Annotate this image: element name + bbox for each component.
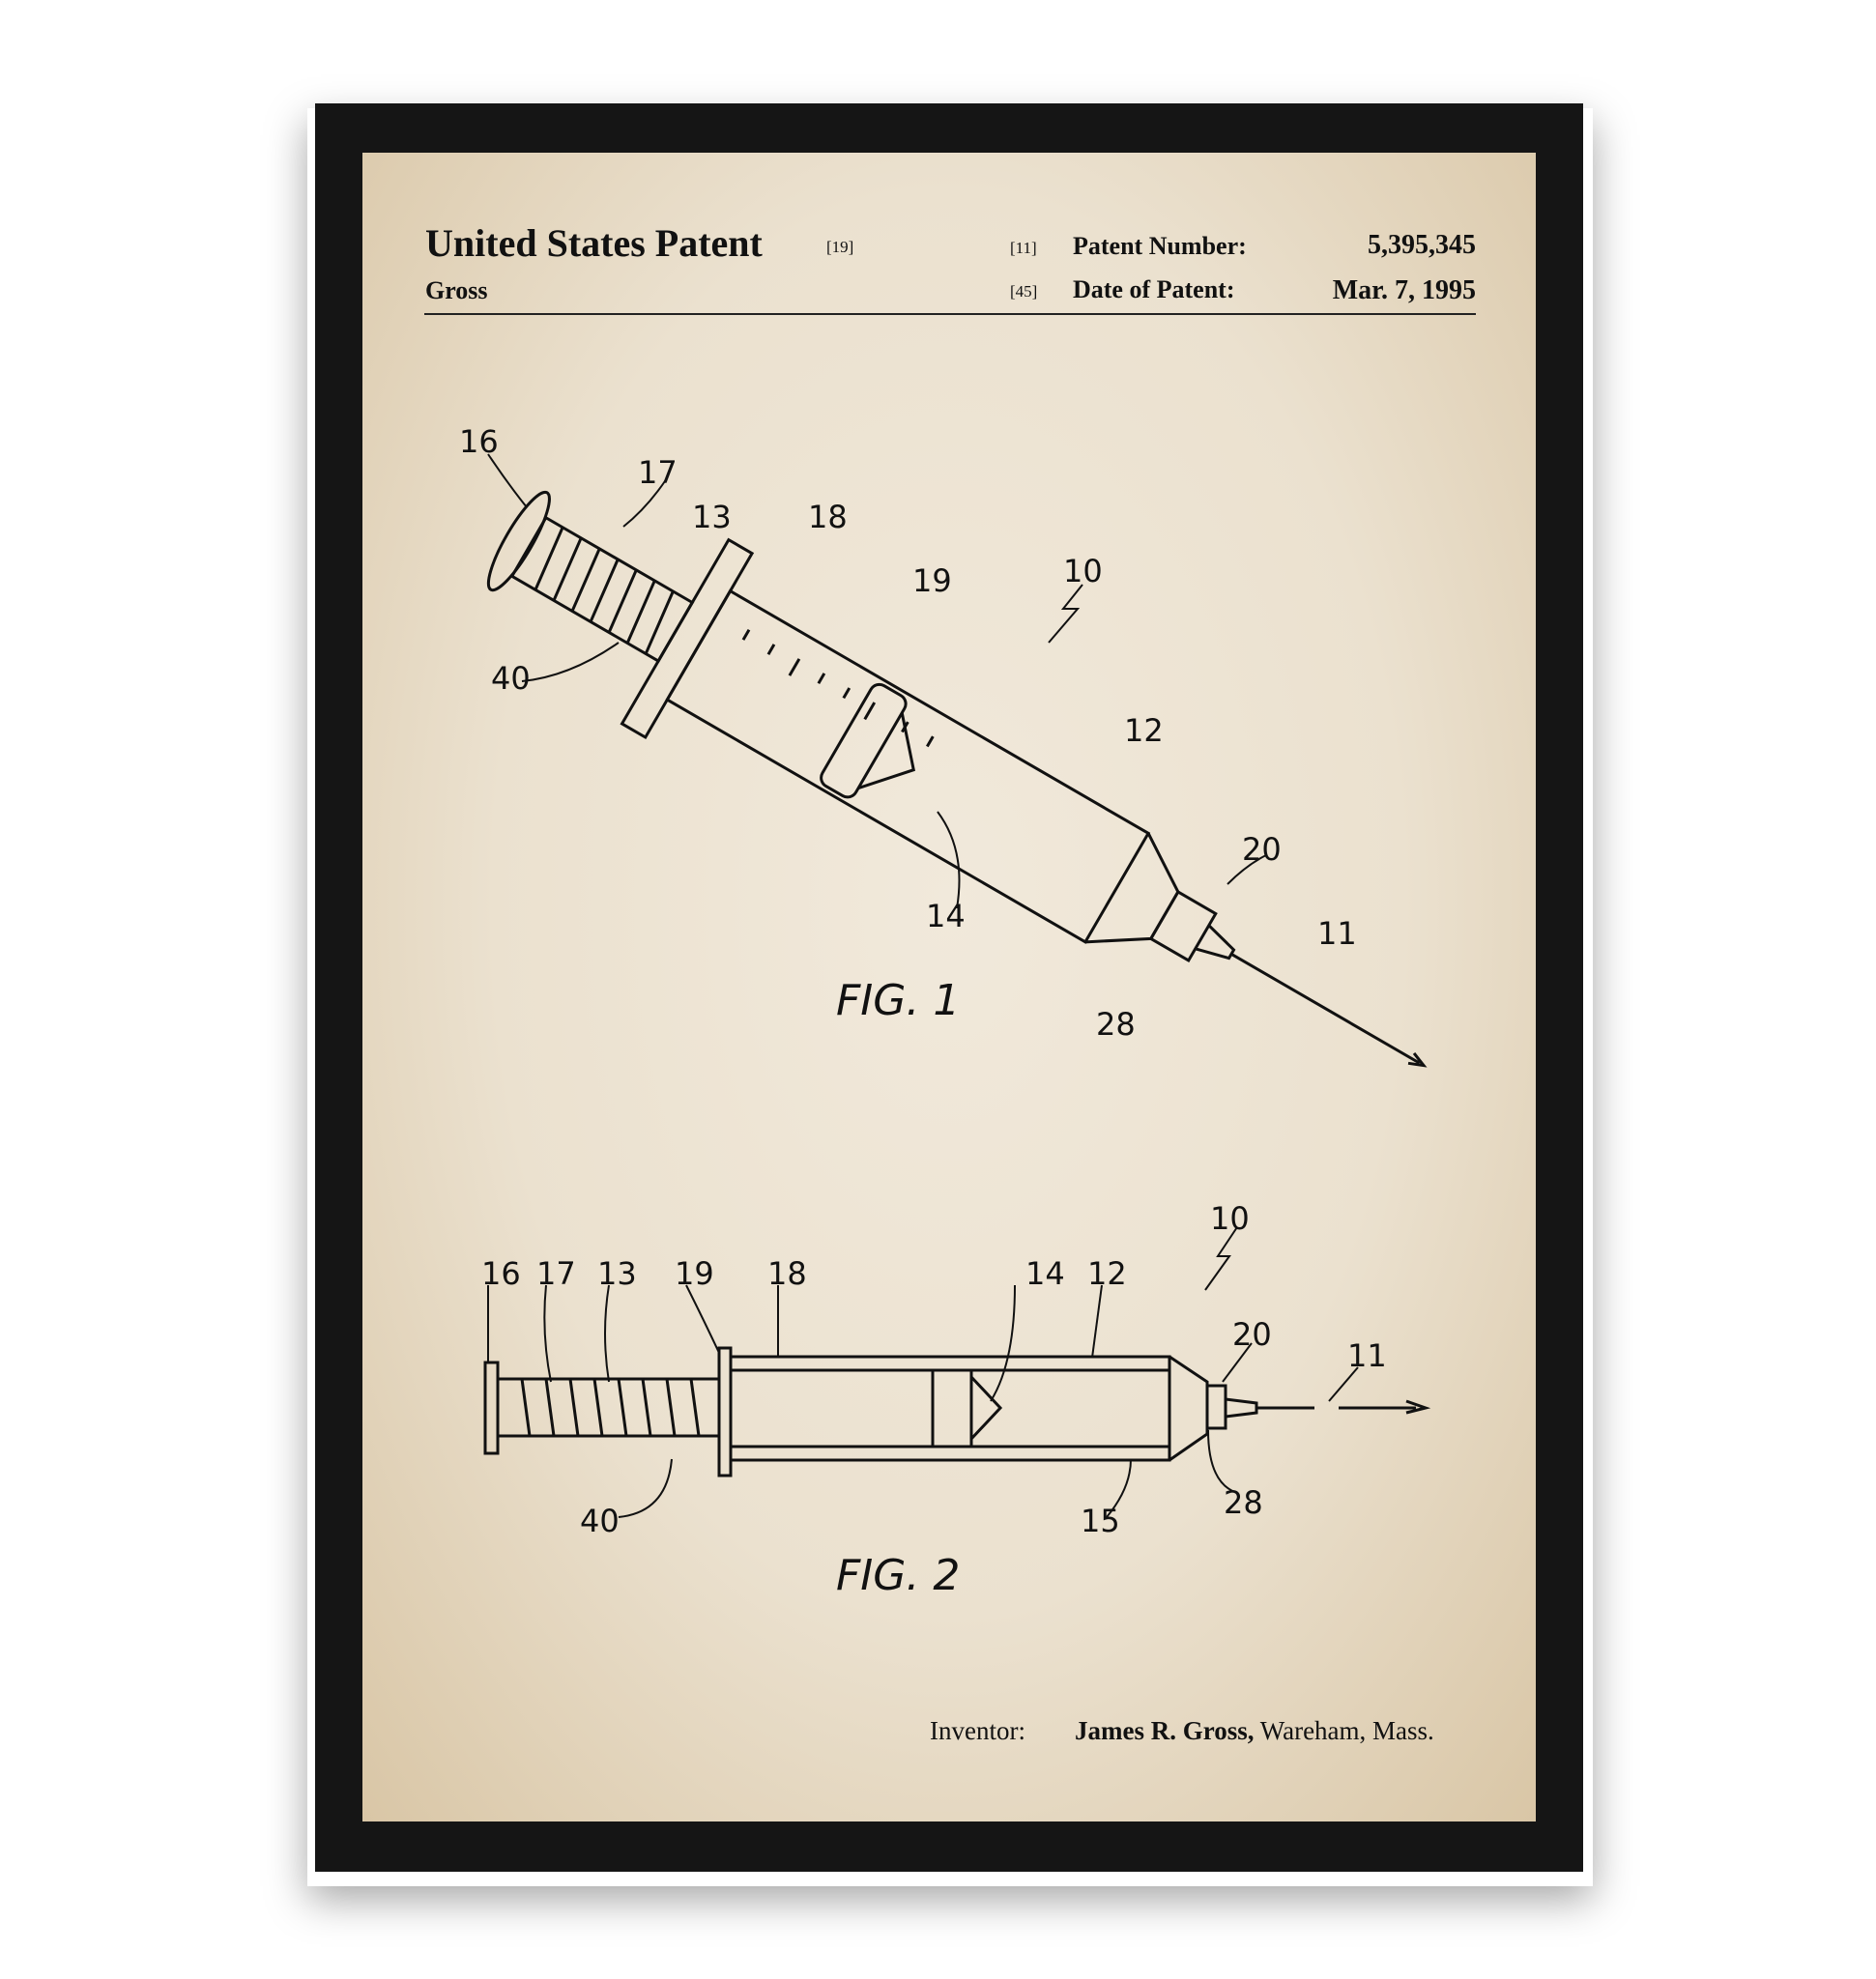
fig2-label: 10: [1210, 1200, 1250, 1237]
fig1-label: 13: [692, 499, 732, 535]
fig1-label: 16: [459, 423, 499, 460]
fig2-reference-numerals: 16 17 13 19 18 14 12 10 20 11 40 15 28 F…: [481, 1200, 1387, 1600]
inventor-surname: Gross: [425, 276, 488, 304]
date-code: [45]: [1010, 282, 1038, 301]
fig1-label: 20: [1242, 831, 1282, 868]
inventor-line: James R. Gross, Wareham, Mass.: [1075, 1716, 1434, 1746]
fig2-label: 28: [1224, 1484, 1263, 1521]
inventor-location: Wareham, Mass.: [1259, 1716, 1434, 1745]
fig1-caption: FIG. 1: [836, 976, 960, 1025]
fig1-label: 28: [1096, 1006, 1136, 1043]
fig2-syringe: [483, 1346, 1431, 1477]
fig2-caption: FIG. 2: [836, 1551, 960, 1600]
fig1-label: 11: [1317, 915, 1357, 952]
header-rule: [424, 313, 1476, 315]
fig2-label: 11: [1347, 1337, 1387, 1374]
patent-number-label: Patent Number:: [1073, 232, 1247, 260]
fig2-label: 40: [580, 1503, 620, 1539]
fig1-label: 17: [638, 454, 678, 491]
inventor-name: James R. Gross,: [1075, 1716, 1255, 1745]
fig2-label: 19: [675, 1255, 714, 1292]
fig2-label: 14: [1025, 1255, 1065, 1292]
date-label: Date of Patent:: [1073, 275, 1235, 303]
fig2-label: 17: [536, 1255, 576, 1292]
fig2-leader-lines: [487, 1226, 1359, 1518]
fig2-label: 13: [597, 1255, 637, 1292]
inventor-label: Inventor:: [930, 1716, 1025, 1745]
patent-number: 5,395,345: [1368, 230, 1476, 260]
fig1-label: 12: [1124, 712, 1164, 749]
patent-number-code: [11]: [1010, 239, 1037, 257]
fig1-label: 10: [1063, 553, 1103, 589]
fig2-label: 18: [767, 1255, 807, 1292]
title-code: [19]: [826, 238, 854, 256]
patent-date: Mar. 7, 1995: [1332, 275, 1476, 305]
patent-title: United States Patent: [425, 221, 763, 265]
fig2-label: 12: [1087, 1255, 1127, 1292]
fig1-syringe: [486, 490, 1428, 1068]
fig1-leader-lines: [487, 453, 1267, 909]
fig2-label: 16: [481, 1255, 521, 1292]
fig1-label: 19: [912, 562, 952, 599]
fig2-label: 15: [1081, 1503, 1120, 1539]
fig1-label: 40: [491, 660, 531, 697]
fig1-label: 18: [808, 499, 848, 535]
fig2-label: 20: [1232, 1316, 1272, 1353]
fig1-reference-numerals: 16 17 13 18 19 10 40 12 20 11 14 28 FIG.…: [459, 423, 1357, 1043]
fig1-label: 14: [926, 898, 966, 934]
patent-paper: [362, 153, 1536, 1821]
